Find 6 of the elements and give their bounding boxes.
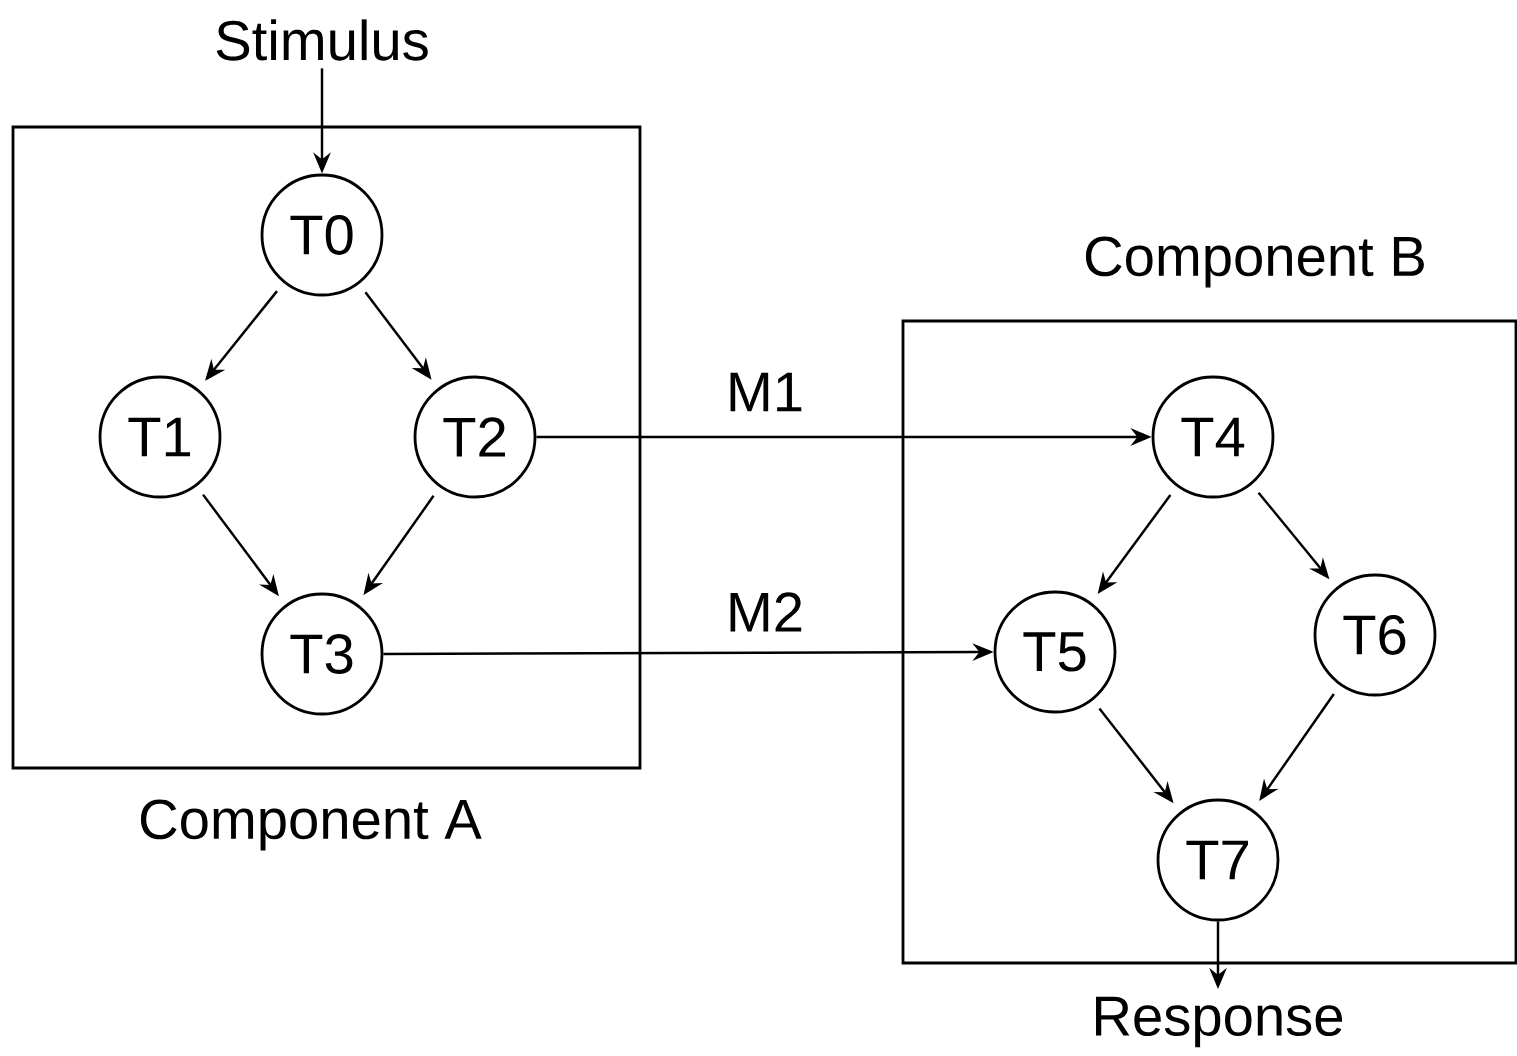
node-label: Component A bbox=[140, 799, 482, 851]
edge-label: M2 bbox=[722, 588, 808, 636]
edge-label: M1 bbox=[722, 369, 808, 415]
signal-label: Response bbox=[1096, 996, 1343, 1048]
node-label: Component B bbox=[1085, 236, 1424, 288]
signal-label: Stimulus bbox=[216, 19, 428, 61]
